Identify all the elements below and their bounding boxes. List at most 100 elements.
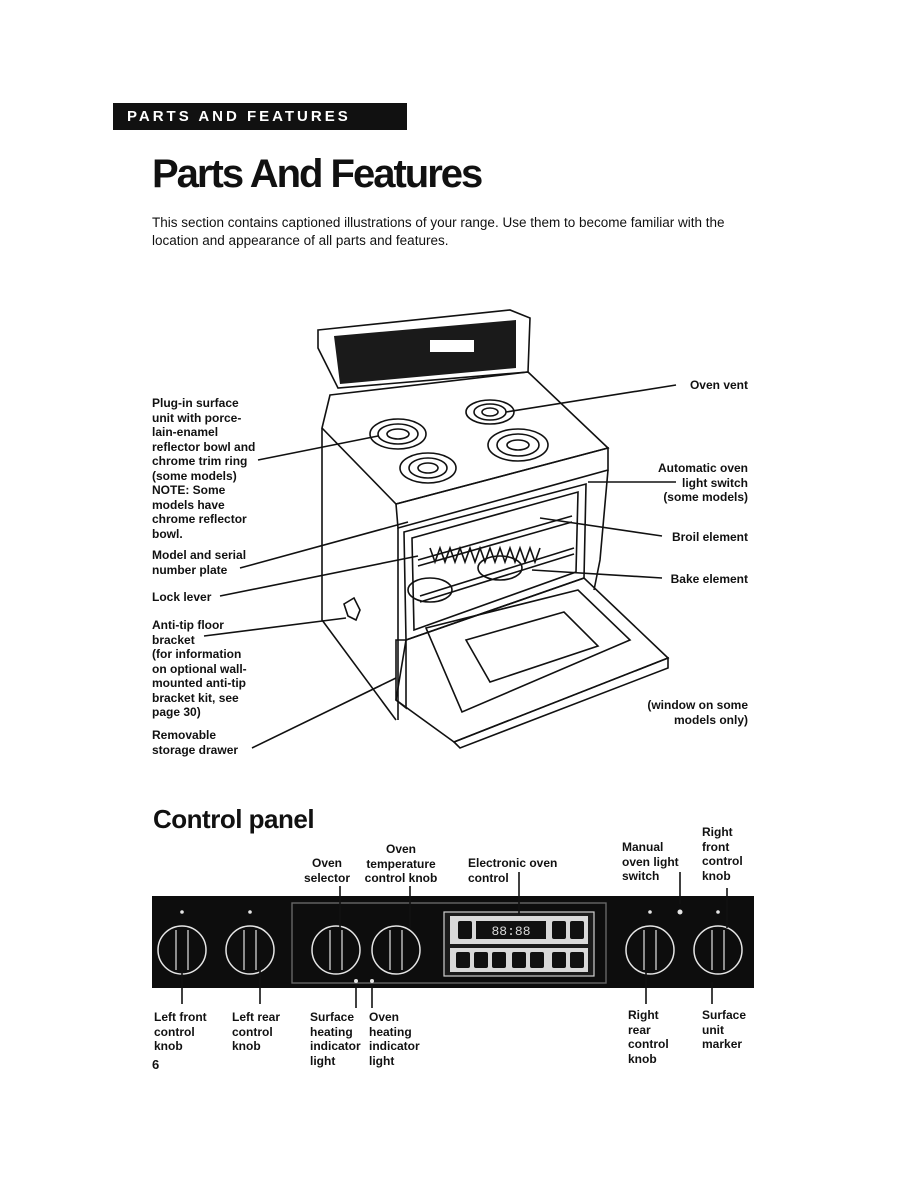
broil-element-label: Broil element bbox=[672, 530, 748, 545]
label-line: heating bbox=[369, 1024, 412, 1039]
label-line: chrome reflector bbox=[152, 512, 247, 526]
label-line: storage drawer bbox=[152, 742, 239, 757]
lock-lever-label: Lock lever bbox=[152, 590, 211, 605]
label-line: Oven vent bbox=[689, 378, 748, 392]
label-line: Surface bbox=[310, 1010, 355, 1024]
storage-drawer-label: Removable storage drawer bbox=[152, 728, 238, 757]
label-line: indicator bbox=[310, 1039, 361, 1053]
label-line: page 30) bbox=[152, 705, 201, 719]
label-line: light bbox=[310, 1053, 336, 1068]
label-line: Right bbox=[702, 825, 733, 839]
label-line: Electronic oven bbox=[468, 856, 558, 870]
label-line: control bbox=[628, 1037, 669, 1051]
label-line: bracket kit, see bbox=[152, 690, 239, 705]
intro-paragraph: This section contains captioned illustra… bbox=[152, 215, 725, 248]
surface-unit-marker-label: Surface unit marker bbox=[702, 1008, 746, 1052]
right-rear-knob[interactable] bbox=[625, 925, 675, 975]
label-line: NOTE: Some bbox=[152, 483, 226, 497]
label-line: knob bbox=[628, 1051, 657, 1066]
label-line: (for information bbox=[152, 647, 242, 661]
label-line: Bake element bbox=[670, 572, 748, 586]
label-line: (window on some bbox=[647, 698, 748, 712]
label-line: models only) bbox=[673, 712, 748, 727]
label-line: indicator bbox=[369, 1039, 420, 1053]
label-line: light switch bbox=[682, 475, 748, 490]
oven-vent-label: Oven vent bbox=[690, 378, 748, 393]
label-line: Lock lever bbox=[152, 590, 212, 604]
oven-selector-label: Oven selector bbox=[296, 856, 358, 885]
label-line: models have bbox=[152, 497, 225, 512]
manual-oven-light-switch-label: Manual oven light switch bbox=[622, 840, 679, 884]
section-header-bar: PARTS AND FEATURES bbox=[113, 103, 405, 130]
label-line: knob bbox=[154, 1039, 183, 1053]
label-line: control bbox=[154, 1024, 195, 1039]
window-note-label: (window on some models only) bbox=[647, 698, 748, 727]
plug-in-surface-unit-label: Plug-in surface unit with porce- lain-en… bbox=[152, 396, 255, 541]
label-line: Model and serial bbox=[152, 548, 247, 562]
left-rear-knob[interactable] bbox=[225, 925, 275, 975]
label-line: on optional wall- bbox=[152, 661, 247, 676]
label-line: Manual bbox=[622, 840, 664, 854]
section-header-label: PARTS AND FEATURES bbox=[127, 108, 351, 125]
bake-element-label: Bake element bbox=[671, 572, 748, 587]
anti-tip-bracket-label: Anti-tip floor bracket (for information … bbox=[152, 618, 247, 720]
label-line: bracket bbox=[152, 632, 195, 647]
label-line: Oven bbox=[385, 842, 416, 856]
label-line: temperature bbox=[366, 856, 436, 871]
page-title: Parts And Features bbox=[152, 152, 483, 196]
label-line: mounted anti-tip bbox=[152, 676, 246, 690]
label-line: Anti-tip floor bbox=[152, 618, 224, 632]
label-line: rear bbox=[628, 1022, 651, 1037]
oven-temperature-knob-label: Oven temperature control knob bbox=[356, 842, 446, 886]
label-line: chrome trim ring bbox=[152, 454, 248, 468]
label-line: control knob bbox=[364, 871, 438, 885]
label-line: Automatic oven bbox=[657, 461, 748, 475]
label-line: Left front bbox=[154, 1010, 207, 1024]
label-line: light bbox=[369, 1053, 395, 1068]
label-line: (some models) bbox=[663, 490, 748, 504]
oven-heating-indicator-label: Oven heating indicator light bbox=[369, 1010, 420, 1068]
label-line: Oven bbox=[311, 856, 342, 870]
label-line: control bbox=[468, 870, 509, 885]
label-line: knob bbox=[702, 868, 731, 883]
label-line: oven light bbox=[622, 854, 679, 869]
oven-light-switch-label: Automatic oven light switch (some models… bbox=[658, 461, 748, 505]
label-line: front bbox=[702, 839, 730, 854]
label-line: marker bbox=[702, 1037, 743, 1051]
label-line: bowl. bbox=[152, 526, 183, 541]
label-line: number plate bbox=[152, 562, 228, 577]
left-front-knob-label: Left front control knob bbox=[154, 1010, 207, 1054]
right-rear-knob-label: Right rear control knob bbox=[628, 1008, 669, 1066]
label-line: Surface bbox=[702, 1008, 747, 1022]
page-number: 6 bbox=[152, 1057, 160, 1072]
label-line: Plug-in surface bbox=[152, 396, 239, 410]
label-line: knob bbox=[232, 1039, 261, 1053]
label-line: reflector bowl and bbox=[152, 439, 256, 454]
label-line: Oven bbox=[369, 1010, 400, 1024]
label-line: unit bbox=[702, 1022, 724, 1037]
label-line: Left rear bbox=[232, 1010, 281, 1024]
label-line: unit with porce- bbox=[152, 410, 242, 425]
label-line: control bbox=[232, 1024, 273, 1039]
right-front-knob[interactable] bbox=[693, 925, 743, 975]
label-line: Removable bbox=[152, 728, 217, 742]
oven-temperature-knob[interactable] bbox=[371, 925, 421, 975]
label-line: switch bbox=[622, 869, 660, 883]
label-line: Broil element bbox=[671, 530, 748, 544]
surface-heating-indicator-label: Surface heating indicator light bbox=[310, 1010, 361, 1068]
control-panel-heading: Control panel bbox=[153, 804, 315, 834]
oven-selector-knob[interactable] bbox=[311, 925, 361, 975]
label-line: Right bbox=[628, 1008, 659, 1022]
left-rear-knob-label: Left rear control knob bbox=[232, 1010, 280, 1054]
label-line: control bbox=[702, 854, 743, 868]
right-front-knob-label: Right front control knob bbox=[702, 825, 743, 883]
model-serial-plate-label: Model and serial number plate bbox=[152, 548, 246, 577]
label-line: heating bbox=[310, 1024, 353, 1039]
display-digits: 88:88 bbox=[491, 924, 530, 939]
section-header-edge bbox=[405, 103, 407, 130]
label-line: selector bbox=[303, 870, 351, 885]
electronic-oven-control-label: Electronic oven control bbox=[468, 856, 557, 885]
left-front-knob[interactable] bbox=[157, 925, 207, 975]
